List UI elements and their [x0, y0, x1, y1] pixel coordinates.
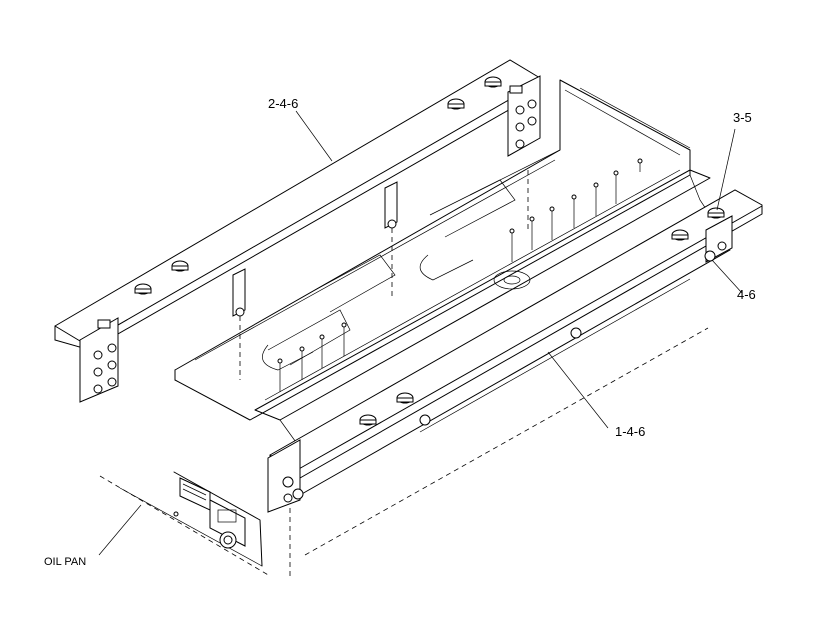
upper-rail-bolts	[134, 76, 502, 295]
lower-right-rail	[267, 189, 763, 513]
callout-2-4-6: 2-4-6	[268, 96, 299, 111]
leader-lines	[98, 110, 743, 556]
callout-oil-pan: OIL PAN	[44, 556, 87, 568]
assembly-guides	[99, 170, 709, 580]
left-end-fasteners	[93, 99, 537, 394]
callout-3-5: 3-5	[733, 110, 752, 125]
callout-1-4-6: 1-4-6	[615, 424, 646, 439]
tray-body	[174, 79, 711, 446]
callout-4-6: 4-6	[737, 287, 756, 302]
lower-rail-bolts	[282, 207, 727, 503]
tray-studs	[277, 158, 643, 392]
oil-pan-plate	[119, 471, 263, 567]
